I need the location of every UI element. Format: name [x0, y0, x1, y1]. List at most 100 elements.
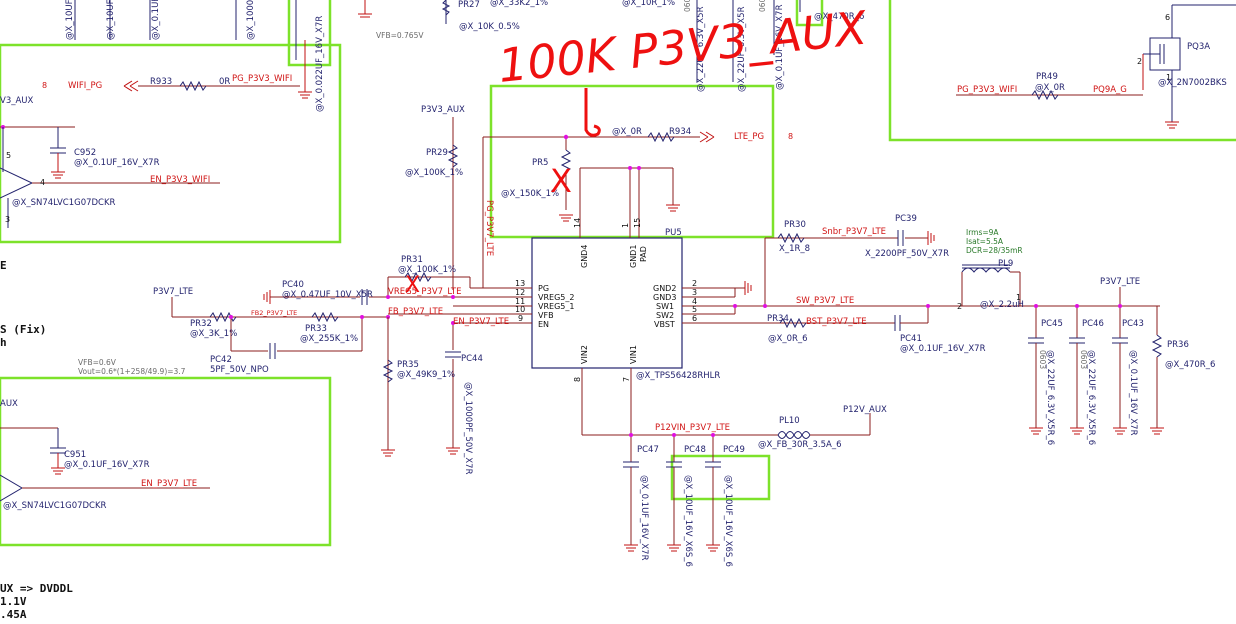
rail-p3v7-lte-left: P3V7_LTE — [153, 287, 193, 297]
x0603-pc45: 0603 — [1038, 350, 1047, 369]
pc46-value: @X_22UF_6.3V_X5R_6 — [1086, 350, 1096, 445]
pu5-pin-sw1: SW1 — [656, 302, 674, 311]
rail-v3-aux: V3_AUX — [0, 96, 34, 106]
pq3a-ref: PQ3A — [1187, 42, 1210, 52]
pr30-ref: PR30 — [784, 220, 806, 230]
top-c1-label: @X_10UF — [65, 0, 75, 40]
left-text-a45: .45A — [0, 608, 27, 621]
pu5-ic — [388, 166, 1020, 435]
pu5-pin-sw2: SW2 — [656, 311, 674, 320]
pc47-value: @X_0.1UF_16V_X7R — [639, 475, 649, 561]
left-text-v11: 1.1V — [0, 595, 27, 608]
vfb-top-note: VFB=0.765V — [376, 31, 424, 40]
pr34-value: @X_0R_6 — [768, 334, 808, 344]
pr35-ref: PR35 — [397, 360, 419, 370]
lte-pg-sheet-num: 8 — [788, 132, 793, 141]
pc45-ref: PC45 — [1041, 319, 1063, 329]
lte-buffer-box — [0, 376, 332, 547]
top-cap-box — [287, 0, 332, 67]
pu5-pin-en: EN — [538, 320, 549, 329]
pu5-pin4: 4 — [692, 297, 697, 306]
pq3a-pin1: 1 — [1166, 73, 1171, 82]
pr35-value: @X_49K9_1% — [397, 370, 455, 380]
pu5-pin-vreg5-2: VREG5_2 — [538, 293, 574, 302]
net-snbr-p3v7-lte: Snbr_P3V7_LTE — [822, 227, 886, 237]
pu5-pin-vreg5-1: VREG5_1 — [538, 302, 574, 311]
pl9-pin2: 2 — [957, 302, 962, 311]
pr31-ref: PR31 — [401, 255, 423, 265]
pu5-pin-vbst: VBST — [654, 320, 675, 329]
pu5-pin12: 12 — [515, 288, 525, 297]
x0603-top-a: 0603 — [683, 0, 692, 12]
pr34-ref: PR34 — [767, 314, 789, 324]
lte-buffer-block — [0, 427, 210, 502]
pr5-ref: PR5 — [532, 158, 548, 168]
pl10-ref: PL10 — [779, 416, 800, 426]
pr33-ref: PR33 — [305, 324, 327, 334]
pc42-value: 5PF_50V_NPO — [210, 365, 269, 375]
c951-value: @X_0.1UF_16V_X7R — [64, 460, 150, 470]
pc42-ref: PC42 — [210, 355, 232, 365]
vout-note: Vout=0.6*(1+258/49.9)=3.7 — [78, 367, 186, 376]
rail-p3v3-aux: P3V3_AUX — [421, 105, 465, 115]
u1-pin5: 5 — [6, 151, 11, 160]
c952-ref: C952 — [74, 148, 96, 158]
pu5-pin-pg: PG — [538, 284, 549, 293]
u1-pin3: 3 — [5, 215, 10, 224]
top-r-value: @X_33K2_1% — [490, 0, 548, 8]
net-sw-p3v7-lte: SW_P3V7_LTE — [796, 296, 854, 306]
pc45-value: @X_22UF_6.3V_X5R_6 — [1045, 350, 1055, 445]
c952-value: @X_0.1UF_16V_X7R — [74, 158, 160, 168]
top-c6-label: @X_22UF_6.3V_X5R — [696, 6, 706, 92]
pu5-pin2: 2 — [692, 279, 697, 288]
top-470-value: @X_470R_6 — [814, 12, 864, 22]
net-en-p3v7-lte: EN_P3V7_LTE — [453, 317, 509, 327]
net-pg-p3v3-wifi-right: PG_P3V3_WIFI — [957, 85, 1017, 95]
net-vreg5-p3v7-lte: VREG5_P3V7_LTE — [388, 287, 461, 297]
net-en-p3v3-wifi: EN_P3V3_WIFI — [150, 175, 210, 185]
pu5-pin-vin2: VIN2 — [580, 345, 589, 364]
wifi-pg-sheet-num: 8 — [42, 81, 47, 90]
pu5-pin-gnd4: GND4 — [580, 245, 589, 268]
feedback-network — [171, 271, 483, 457]
pc43-ref: PC43 — [1122, 319, 1144, 329]
pu5-pin-vin1: VIN1 — [629, 345, 638, 364]
top-c2-label: @X_10UF — [106, 0, 116, 40]
pr36-ref: PR36 — [1167, 340, 1189, 350]
net-pg-p3v3-wifi: PG_P3V3_WIFI — [232, 74, 292, 84]
pr33-value: @X_255K_1% — [300, 334, 358, 344]
pq3a-mosfet: 6 2 1 — [956, 4, 1236, 129]
pu5-pin-gnd1: GND1 — [629, 245, 638, 268]
pu5-pin10: 10 — [515, 305, 525, 314]
pc44-ref: PC44 — [461, 354, 483, 364]
pr30-value: X_1R_8 — [779, 244, 810, 254]
vfb-note: VFB=0.6V — [78, 358, 117, 367]
pu5-pin14: 14 — [573, 218, 582, 228]
net-pg-p3v7-lte: PG_P3V7_LTE — [484, 200, 494, 256]
top-c4-label: @X_1000PF_50 — [246, 0, 256, 40]
net-wifi-pg: WIFI_PG — [68, 81, 102, 91]
pu5-pin-pad: PAD — [639, 246, 648, 262]
pu5-pin5: 5 — [692, 305, 697, 314]
pl10-value: @X_FB_30R_3.5A_6 — [758, 440, 842, 450]
pr29-value: @X_100K_1% — [405, 168, 463, 178]
pu5-pin3: 3 — [692, 288, 697, 297]
left-text-e: E — [0, 259, 7, 272]
pc44-value: @X_1000PF_50V_X7R — [463, 382, 473, 475]
pr49-ref: PR49 — [1036, 72, 1058, 82]
net-pq9a-g: PQ9A_G — [1093, 85, 1127, 95]
pr27-ref: PR27 — [458, 0, 480, 10]
u1-pin4: 4 — [40, 178, 45, 187]
rail-p3v7-lte-right: P3V7_LTE — [1100, 277, 1140, 287]
pc48-ref: PC48 — [684, 445, 706, 455]
u2-value: @X_SN74LVC1G07DCKR — [3, 501, 107, 511]
top-c5-label: @X_0.022UF_16V_X7R — [315, 16, 325, 112]
net-lte-pg: LTE_PG — [734, 132, 764, 142]
pq3a-box — [888, 0, 1236, 142]
pr49-value: @X_0R — [1035, 83, 1065, 93]
r933-ref: R933 — [150, 77, 172, 87]
x0603-top-b: 0603 — [758, 0, 767, 12]
pu5-pin-vfb: VFB — [538, 311, 554, 320]
net-bst-p3v7-lte: BST_P3V7_LTE — [806, 317, 867, 327]
